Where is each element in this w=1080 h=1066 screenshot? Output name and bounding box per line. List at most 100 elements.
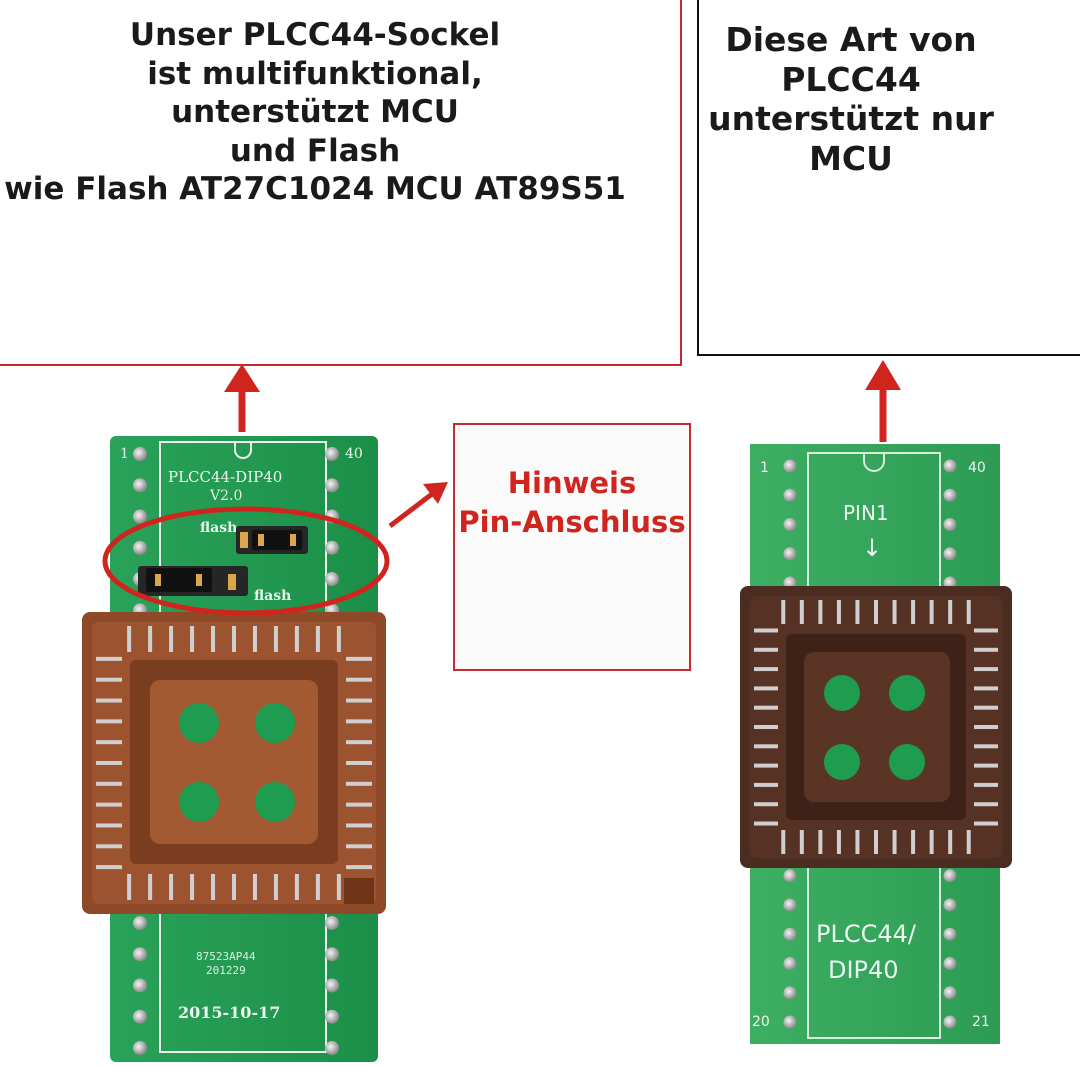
socket-contact [754, 744, 778, 749]
pin-pad [325, 540, 339, 555]
socket-contact [346, 740, 372, 745]
socket-contact [974, 647, 998, 652]
socket-contact [252, 626, 257, 652]
socket-contact [974, 686, 998, 691]
socket-contact [948, 600, 953, 624]
socket-contact [346, 844, 372, 849]
socket-contact [874, 830, 878, 854]
right-caption-box [697, 0, 1080, 356]
socket-contact [232, 874, 236, 900]
left-board-chip-code-2: 201229 [206, 964, 246, 977]
socket-contact [911, 830, 916, 854]
socket-contact [974, 667, 998, 672]
socket-contact [754, 763, 778, 768]
right-caption-text: Diese Art von PLCC44 unterstützt nur MCU [697, 20, 1005, 178]
left-caption-line: unterstützt MCU [171, 94, 459, 130]
pin-pad [783, 547, 797, 561]
pin-pad [325, 572, 339, 587]
socket-contact [754, 686, 778, 691]
pin-pad [783, 518, 797, 532]
socket-contact [273, 874, 278, 900]
socket-contact [974, 705, 998, 710]
socket-contact [273, 626, 278, 652]
socket-contact [346, 719, 372, 724]
socket-contact [336, 874, 341, 900]
pin-pad [325, 478, 339, 493]
socket-contact [874, 600, 878, 624]
pin-pad [133, 1009, 147, 1024]
socket-contact [836, 830, 841, 854]
left-board-flash-label-bottom: flash [254, 588, 291, 604]
socket-contact [211, 874, 216, 900]
socket-contact [346, 677, 372, 682]
socket-contact [336, 626, 341, 652]
socket-contact [974, 821, 998, 826]
socket-contact [754, 705, 778, 710]
pin-pad [133, 509, 147, 524]
socket-contact [781, 600, 786, 624]
hint-caption-line: Hinweis [507, 466, 637, 500]
socket-contact [96, 844, 122, 849]
socket-contact [346, 761, 372, 765]
pin-pad [133, 915, 147, 930]
socket-contact [974, 802, 998, 807]
socket-contact [252, 874, 257, 900]
socket-contact [96, 719, 122, 724]
socket-contact [974, 744, 998, 749]
socket-contact [127, 874, 132, 900]
socket-contact [346, 781, 372, 786]
socket-contact [754, 667, 778, 672]
right-board-silk-line1: PLCC44/ [816, 920, 917, 948]
socket-contact [346, 698, 372, 703]
socket-contact [96, 823, 122, 828]
jumper-highlight-ellipse [102, 506, 390, 616]
socket-contact [96, 677, 122, 682]
socket-contact [929, 600, 934, 624]
socket-contact [974, 725, 998, 729]
socket-contact [966, 600, 971, 624]
socket-contact [315, 874, 320, 900]
socket-contact [966, 830, 971, 854]
socket-contact [190, 626, 195, 652]
socket-contact [294, 626, 299, 652]
pin-pad [943, 488, 957, 502]
hint-caption-box [453, 423, 691, 671]
socket-contact [974, 628, 998, 633]
pin-pad [943, 986, 957, 1000]
pin-pad [943, 547, 957, 561]
pin-pad [943, 518, 957, 532]
socket-contact [974, 763, 998, 768]
left-board-chip-code-1: 87523AP44 [196, 950, 256, 963]
socket-contact [96, 740, 122, 745]
hint-caption-text: Hinweis Pin-Anschluss [453, 464, 691, 542]
socket-contact [892, 830, 897, 854]
socket-contact [346, 802, 372, 807]
socket-contact [169, 874, 174, 900]
socket-contact [929, 830, 934, 854]
right-caption-line: PLCC44 [781, 59, 921, 99]
left-up-arrow-head [224, 364, 260, 392]
left-caption-line: ist multifunktional, [147, 55, 483, 92]
left-caption-text: Unser PLCC44-Sockel ist multifunktional,… [0, 16, 630, 209]
right-adapter-board: 1 40 PIN1 ↓ PLCC44/ DIP40 20 21 [740, 444, 1012, 1044]
pin-pad [325, 1009, 339, 1024]
left-board-pin1-label: 1 [120, 446, 129, 462]
pin-pad [783, 986, 797, 1000]
hint-caption-line: Pin-Anschluss [458, 505, 686, 539]
pin-pad [783, 488, 797, 502]
pin-pad [133, 447, 147, 461]
socket-contact [754, 725, 778, 729]
pin-pad [943, 1015, 957, 1029]
pin-pad [133, 947, 147, 962]
socket-contact [96, 761, 122, 765]
pin-pad [943, 956, 957, 970]
right-board-pin40-label: 40 [968, 460, 986, 476]
right-caption-line: Diese Art von [725, 20, 977, 59]
socket-contact [948, 830, 953, 854]
socket-contact [190, 874, 195, 900]
socket-contact [294, 874, 299, 900]
socket-contact [892, 600, 897, 624]
socket-contact [818, 600, 823, 624]
left-caption-box [0, 0, 682, 366]
socket-contact [799, 600, 804, 624]
